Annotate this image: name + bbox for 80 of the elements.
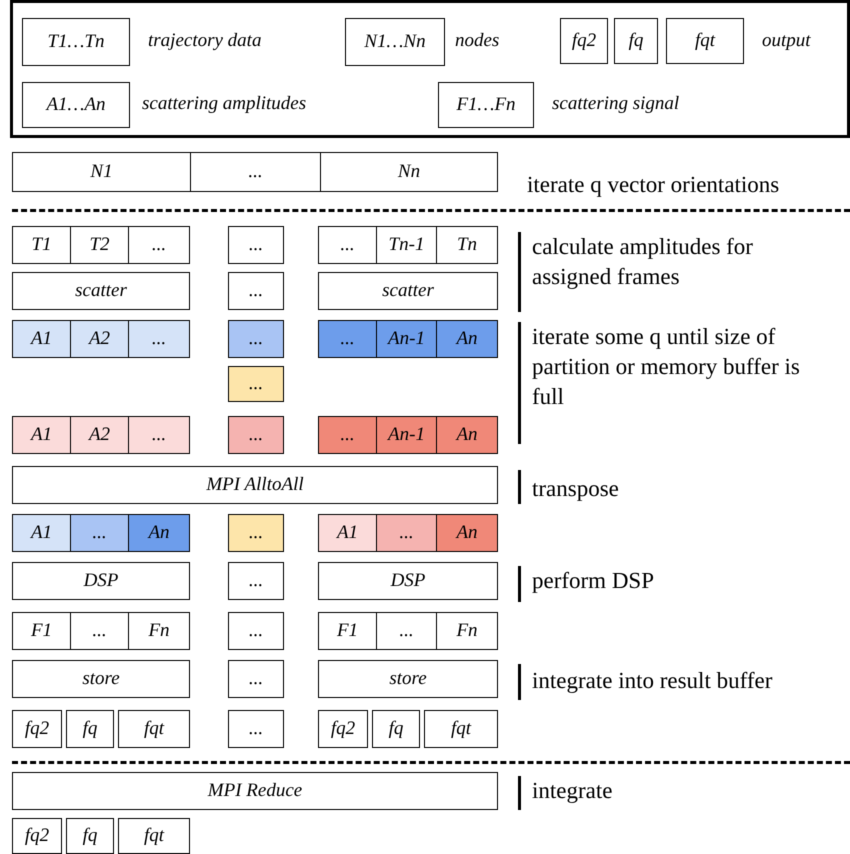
data-block: fq2 xyxy=(12,818,62,854)
step-label: integrate xyxy=(532,777,614,805)
legend-panel xyxy=(10,0,850,138)
step-label: perform DSP xyxy=(532,567,656,595)
data-block: F1 xyxy=(12,612,71,650)
step-label: transpose xyxy=(532,475,620,503)
data-block: store xyxy=(12,660,190,698)
legend-description: scattering amplitudes xyxy=(142,93,306,115)
data-block: fq xyxy=(66,818,114,854)
data-block: A1 xyxy=(12,514,71,552)
data-block: T1 xyxy=(12,226,71,264)
data-block: A1…An xyxy=(22,82,130,128)
legend-description: nodes xyxy=(455,30,500,52)
data-block: An-1 xyxy=(376,320,437,358)
data-block: ... xyxy=(70,612,129,650)
step-label: calculate amplitudes for assigned frames xyxy=(532,233,754,291)
data-block: scatter xyxy=(12,272,190,310)
data-block: ... xyxy=(190,152,321,192)
data-block: ... xyxy=(228,366,284,402)
data-block: MPI AlltoAll xyxy=(12,466,498,504)
data-block: A2 xyxy=(70,416,129,454)
data-block: fq xyxy=(66,710,114,748)
data-block: store xyxy=(318,660,498,698)
data-block: fq2 xyxy=(560,18,608,64)
data-block: A1 xyxy=(12,320,71,358)
data-block: ... xyxy=(128,226,190,264)
data-block: An-1 xyxy=(376,416,437,454)
data-block: Tn xyxy=(436,226,498,264)
data-block: ... xyxy=(318,416,377,454)
step-label: integrate into result buffer xyxy=(532,667,774,695)
data-block: T2 xyxy=(70,226,129,264)
data-block: ... xyxy=(228,514,284,552)
data-block: fq xyxy=(372,710,420,748)
step-label: iterate some q until size of partition or memory buffer is full xyxy=(532,323,801,411)
data-block: F1…Fn xyxy=(438,82,534,128)
legend-description: output xyxy=(762,30,811,52)
data-block: Fn xyxy=(128,612,190,650)
data-block: A1 xyxy=(318,514,377,552)
data-block: ... xyxy=(228,320,284,358)
data-block: ... xyxy=(228,660,284,698)
data-block: An xyxy=(436,320,498,358)
data-block: An xyxy=(128,514,190,552)
legend-description: trajectory data xyxy=(148,30,262,52)
data-block: ... xyxy=(318,320,377,358)
data-block: DSP xyxy=(12,562,190,600)
legend-description: scattering signal xyxy=(552,93,680,115)
data-block: Fn xyxy=(436,612,498,650)
data-block: An xyxy=(436,416,498,454)
data-block: Nn xyxy=(320,152,498,192)
data-block: A2 xyxy=(70,320,129,358)
data-block: A1 xyxy=(12,416,71,454)
data-block: scatter xyxy=(318,272,498,310)
data-block: fq2 xyxy=(12,710,62,748)
data-block: MPI Reduce xyxy=(12,772,498,810)
data-block: ... xyxy=(228,226,284,264)
data-block: ... xyxy=(376,514,437,552)
data-block: fq xyxy=(614,18,658,64)
data-block: F1 xyxy=(318,612,377,650)
data-block: ... xyxy=(228,612,284,650)
data-block: fqt xyxy=(118,818,190,854)
data-block: ... xyxy=(128,320,190,358)
data-block: ... xyxy=(376,612,437,650)
data-block: ... xyxy=(228,562,284,600)
data-block: N1 xyxy=(12,152,191,192)
data-block: An xyxy=(436,514,498,552)
data-block: ... xyxy=(228,710,284,748)
data-block: DSP xyxy=(318,562,498,600)
data-block: T1…Tn xyxy=(22,18,130,66)
data-block: ... xyxy=(128,416,190,454)
data-block: fqt xyxy=(424,710,498,748)
data-block: ... xyxy=(318,226,377,264)
data-block: fq2 xyxy=(318,710,368,748)
data-block: fqt xyxy=(666,18,744,64)
step-label: iterate q vector orientations xyxy=(527,171,780,199)
data-block: ... xyxy=(70,514,129,552)
data-block: ... xyxy=(228,416,284,454)
data-block: fqt xyxy=(118,710,190,748)
data-block: N1…Nn xyxy=(345,18,445,66)
data-block: ... xyxy=(228,272,284,310)
data-block: Tn-1 xyxy=(376,226,437,264)
